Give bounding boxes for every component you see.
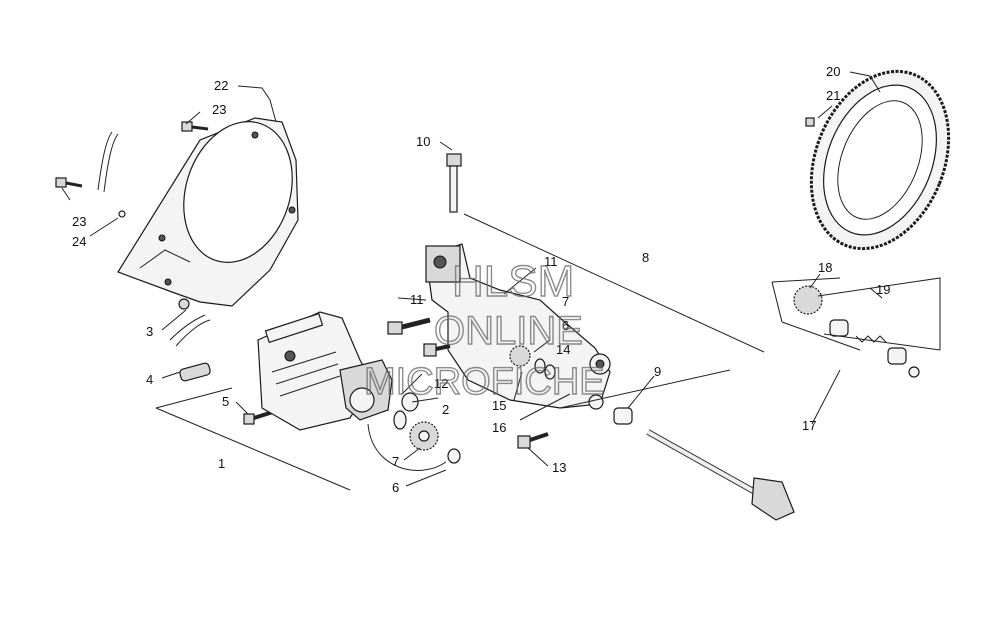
callout-label: 7	[392, 454, 399, 469]
callout-label: 7	[562, 294, 569, 309]
watermark-line-2: ONLINE	[434, 309, 583, 353]
callout-label: 5	[222, 394, 229, 409]
watermark-line-1: HLSM	[452, 257, 574, 306]
callout-label: 19	[876, 282, 890, 297]
callout-label: 8	[642, 250, 649, 265]
housing-bracket-part	[425, 243, 611, 410]
callout-label: 1	[218, 456, 225, 471]
callout-label: 3	[146, 324, 153, 339]
callout-label: 6	[562, 318, 569, 333]
callout-label: 12	[434, 376, 448, 391]
callout-label: 9	[654, 364, 661, 379]
callout-label: 10	[416, 134, 430, 149]
callout-label: 24	[72, 234, 86, 249]
callout-label: 14	[556, 342, 570, 357]
drive-shaft-part	[646, 429, 795, 521]
callout-label: 22	[214, 78, 228, 93]
bolt-23-lower	[55, 177, 83, 188]
bolt-23-upper	[181, 121, 209, 132]
callout-label: 15	[492, 398, 506, 413]
callout-label: 23	[212, 102, 226, 117]
bolt-10	[446, 153, 462, 213]
callout-label: 13	[552, 460, 566, 475]
callout-label: 6	[392, 480, 399, 495]
cover-plate-part	[117, 117, 299, 307]
callout-label: 17	[802, 418, 816, 433]
callout-label: 4	[146, 372, 153, 387]
callout-label: 2	[442, 402, 449, 417]
pinion-assembly-part	[793, 285, 920, 378]
bolt-4	[179, 362, 211, 382]
callout-label: 18	[818, 260, 832, 275]
callout-label: 23	[72, 214, 86, 229]
callout-label: 16	[492, 420, 506, 435]
callout-label: 11	[410, 292, 424, 307]
callout-label: 11	[544, 254, 558, 269]
callout-label: 21	[826, 88, 840, 103]
ring-gear-part	[809, 69, 951, 251]
starter-motor-part	[257, 311, 393, 431]
watermark-line-3: MICROFICHE	[364, 361, 605, 403]
callout-label: 20	[826, 64, 840, 79]
